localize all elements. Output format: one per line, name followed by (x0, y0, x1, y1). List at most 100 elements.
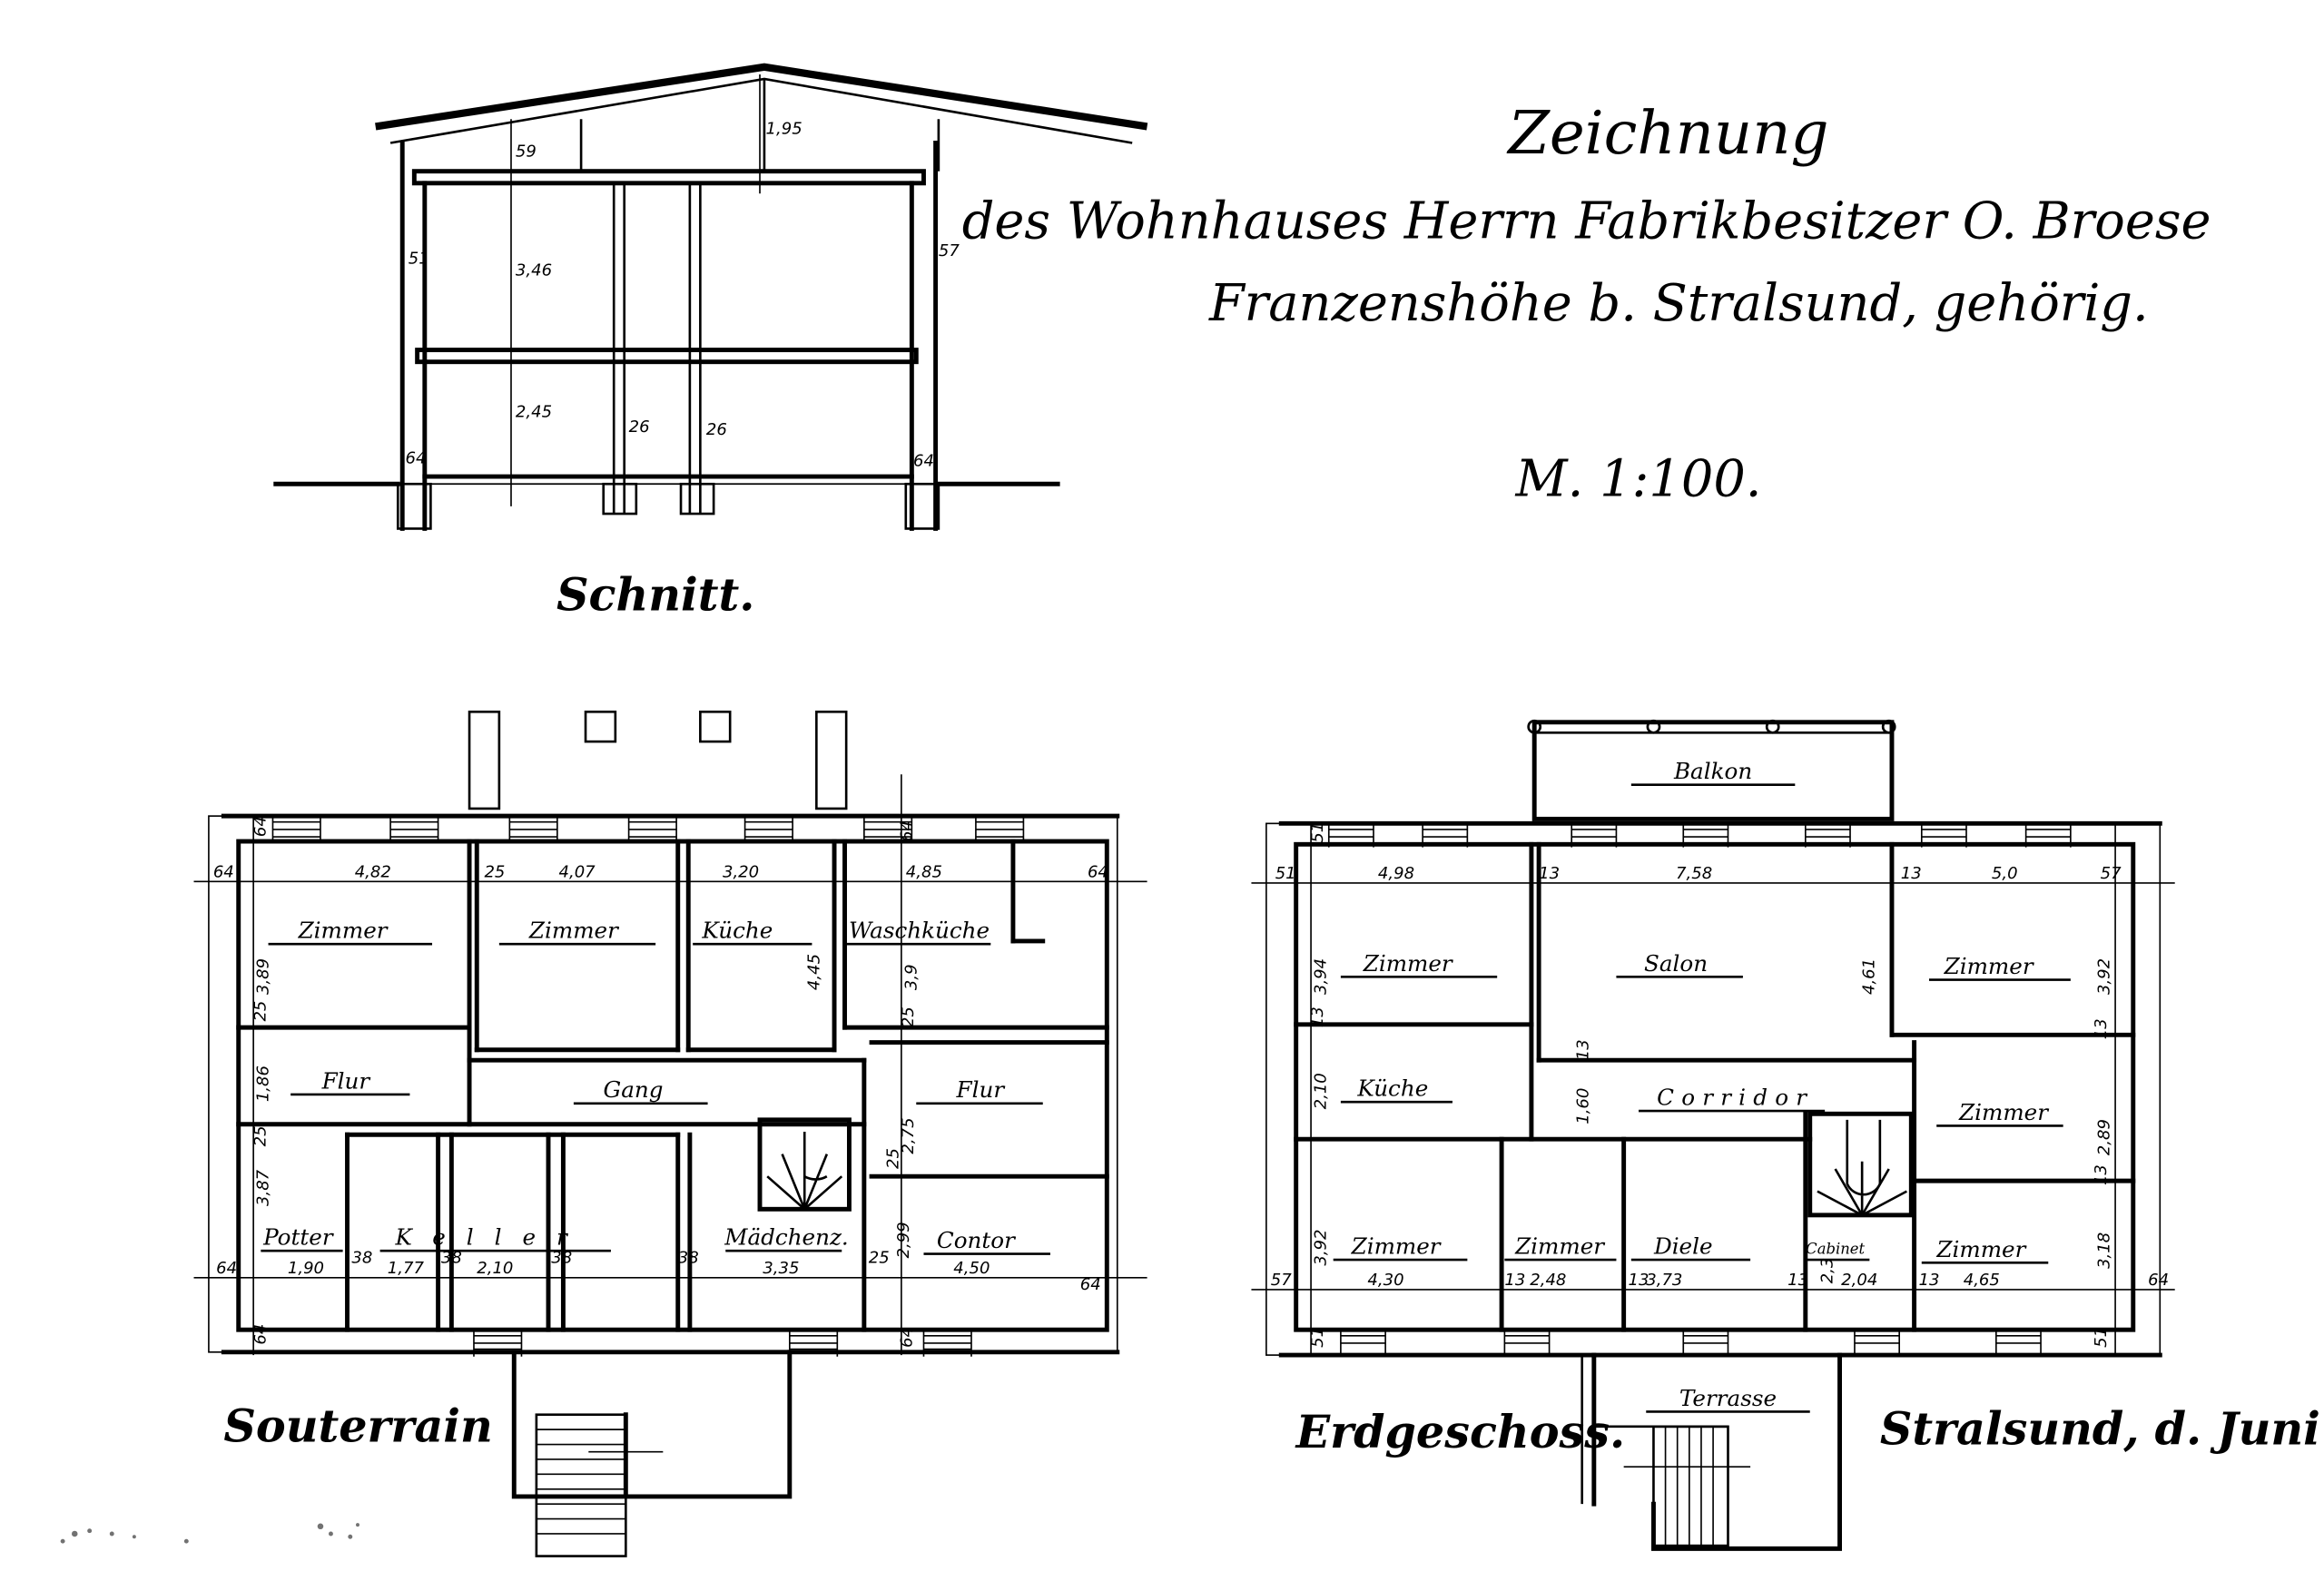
dimension: 25 (484, 862, 505, 881)
dimension: 7,58 (1676, 864, 1712, 883)
room-label: Zimmer (1935, 1236, 2026, 1262)
dimension: 4,61 (1859, 958, 1878, 995)
dimension: 3,94 (1311, 958, 1330, 995)
dimension: 1,77 (388, 1259, 425, 1278)
section-dim-lower: 2,45 (516, 402, 552, 421)
dimension: 3,35 (763, 1259, 799, 1278)
dimension: 13 (1539, 864, 1560, 883)
dimension: 64 (897, 820, 916, 841)
room-label: Gang (604, 1076, 664, 1103)
room-label: Zimmer (528, 918, 619, 944)
dimension: 13 (1308, 1006, 1327, 1027)
room-label: Zimmer (1514, 1233, 1605, 1260)
dimension: 38 (351, 1248, 372, 1267)
section-drawing: 1,95 59 3,46 2,45 51 57 64 64 26 26 Schn… (273, 63, 1148, 622)
dimension: 2,89 (2095, 1119, 2114, 1155)
room-label: Zimmer (1351, 1233, 1442, 1260)
room-label: Zimmer (1944, 953, 2034, 979)
section-dim-attic: 59 (516, 142, 537, 161)
section-dim-plinth-right: 64 (913, 452, 934, 471)
dimension: 4,82 (355, 862, 391, 881)
dimension: 2,10 (477, 1259, 513, 1278)
dimension: 5,0 (1992, 864, 2018, 883)
dimension: 64 (1088, 862, 1108, 881)
scale-note: M. 1:100. (1515, 449, 1762, 508)
dimension: 64 (213, 862, 234, 881)
section-dim-column-2: 26 (706, 420, 727, 439)
room-label: Corridor (1657, 1084, 1814, 1110)
dimension: 25 (251, 1001, 270, 1022)
dimension: 13 (1629, 1271, 1649, 1290)
dimension: 3,89 (254, 958, 273, 995)
dimension: 38 (678, 1248, 699, 1267)
room-label: Balkon (1673, 758, 1752, 784)
room-label: Keller (395, 1224, 588, 1251)
dimension: 3,92 (1311, 1229, 1330, 1265)
dimension: 64 (251, 1324, 270, 1345)
dimension: 4,45 (805, 954, 824, 990)
room-label: Diele (1653, 1233, 1713, 1260)
dimension: 4,30 (1367, 1271, 1403, 1290)
dimension: 25 (869, 1248, 890, 1267)
room-label: Zimmer (1363, 950, 1453, 977)
dimension: 25 (251, 1125, 270, 1146)
dimension: 38 (441, 1248, 462, 1267)
section-dim-plinth-left: 64 (405, 448, 426, 467)
title-line-1: Zeichnung (1506, 99, 1828, 168)
dimension: 2,04 (1841, 1271, 1877, 1290)
room-label: Küche (1356, 1075, 1428, 1102)
dimension: 13 (1573, 1039, 1592, 1060)
section-dim-upper: 3,46 (516, 261, 552, 280)
section-dim-wall-right: 57 (939, 241, 960, 260)
dimension: 2,75 (899, 1117, 918, 1154)
place-date: Stralsund, d. Juni 1912. (1880, 1403, 2324, 1456)
dimension: 4,07 (558, 862, 596, 881)
dimension: 13 (1919, 1271, 1940, 1290)
room-label: Flur (956, 1076, 1006, 1103)
dimension: 13 (2092, 1018, 2111, 1039)
room-label: Zimmer (298, 918, 389, 944)
dimension: 51 (1308, 1327, 1327, 1348)
dimension: 13 (1901, 864, 1922, 883)
dimension: 3,9 (901, 964, 921, 990)
room-label: Terrasse (1679, 1385, 1777, 1411)
dimension: 2,48 (1530, 1271, 1566, 1290)
dimension: 4,98 (1378, 864, 1414, 883)
dimension: 4,50 (953, 1259, 990, 1278)
dimension: 2,10 (1311, 1073, 1330, 1109)
dimension: 1,86 (254, 1065, 273, 1102)
dimension: 51 (2092, 1327, 2111, 1348)
dimension: 1,60 (1573, 1088, 1592, 1124)
title-line-3: Franzenshöhe b. Stralsund, gehörig. (1208, 274, 2149, 333)
dimension: 13 (1504, 1271, 1525, 1290)
dimension: 25 (884, 1148, 903, 1169)
dimension: 3,20 (723, 862, 759, 881)
title-block: Zeichnung des Wohnhauses Herrn Fabrikbes… (962, 99, 2211, 508)
dimension: 64 (216, 1259, 237, 1278)
dimension: 4,65 (1964, 1271, 2000, 1290)
dimension: 64 (2148, 1271, 2169, 1290)
windows-souterrain (271, 816, 1025, 1357)
dimension: 3,92 (2095, 958, 2114, 995)
room-label: Mädchenz. (724, 1224, 848, 1251)
dimension: 57 (1271, 1271, 1292, 1290)
section-dim-column-1: 26 (629, 417, 650, 437)
dimension: 38 (551, 1248, 572, 1267)
dimension: 3,87 (254, 1169, 273, 1206)
dimension: 51 (1308, 822, 1327, 843)
dimension: 64 (251, 816, 270, 837)
dimension: 2,3 (1817, 1258, 1837, 1284)
windows-erdgeschoss (1327, 823, 2072, 1354)
dimension: 13 (2092, 1164, 2111, 1185)
dimension: 64 (897, 1327, 916, 1348)
dimension: 1,90 (288, 1259, 324, 1278)
balcony (1531, 720, 1895, 821)
dimension: 4,85 (906, 862, 942, 881)
floor-label-erdgeschoss: Erdgeschoss. (1295, 1406, 1625, 1458)
room-label: Cabinet (1806, 1241, 1865, 1258)
dimension: 57 (2101, 864, 2122, 883)
dimension: 2,99 (894, 1222, 913, 1258)
room-label: Flur (321, 1067, 371, 1094)
dimension: 64 (1080, 1275, 1101, 1294)
